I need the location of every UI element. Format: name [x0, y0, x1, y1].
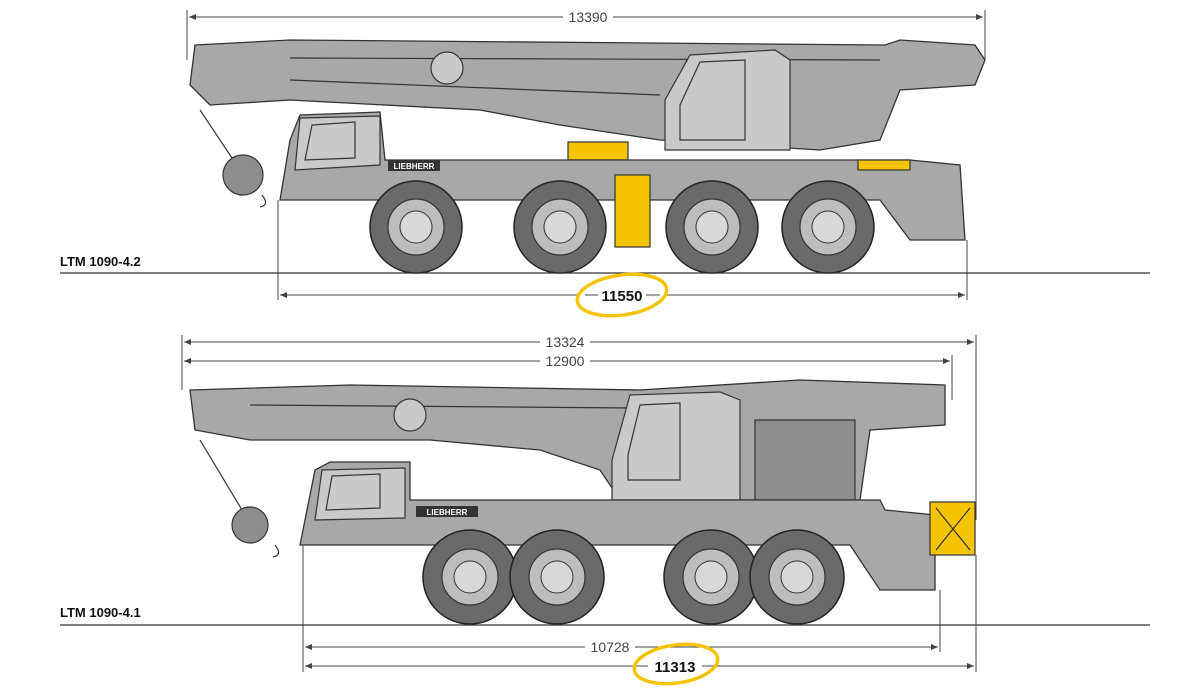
carrier [299, 461, 936, 591]
crane-ltm-1090-4-1: 13324 12900 LIEBHERR LTM 1090-4. [60, 334, 1150, 686]
dimension-axle-overhang-length: 11550 [277, 200, 968, 318]
operator-cab [611, 391, 741, 501]
dimension-label: 11550 [602, 288, 643, 305]
dimension-label: 13324 [546, 334, 585, 350]
driver-cab [294, 115, 381, 171]
brand-logo: LIEBHERR [427, 508, 468, 517]
brand-logo: LIEBHERR [394, 162, 435, 171]
dimension-boom-length: 12900 [184, 353, 953, 400]
wheels [369, 180, 875, 274]
dimension-label: 11313 [655, 659, 696, 676]
dimension-label: 13390 [569, 9, 608, 25]
model-label: LTM 1090-4.1 [60, 605, 141, 620]
hook-block [231, 506, 269, 544]
dimension-carrier-length: 10728 [302, 545, 941, 672]
highlight-ellipse [575, 272, 669, 318]
dimension-label: 12900 [546, 353, 585, 369]
driver-cab [314, 467, 406, 521]
dimension-overall-length: 13324 [181, 334, 977, 520]
wheels [422, 529, 845, 625]
operator-cab [664, 49, 791, 151]
model-label: LTM 1090-4.2 [60, 254, 141, 269]
hook-block [222, 154, 264, 196]
crane-ltm-1090-4-2: 13390 LIEBHERR LTM 1090-4.2 [60, 9, 1150, 318]
dimension-overall-length: 13390 [186, 9, 986, 60]
dimension-label: 10728 [591, 639, 630, 655]
dimension-axle-overhang-length: 11313 [305, 555, 977, 686]
highlight-ellipse [632, 642, 720, 686]
